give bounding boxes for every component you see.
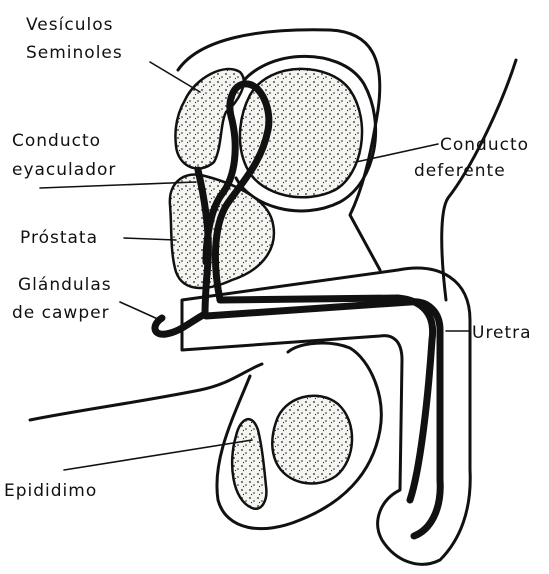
label-prostata: Próstata bbox=[20, 228, 98, 248]
label-uretra: Uretra bbox=[472, 323, 532, 343]
label-glandulas-line1: Glándulas bbox=[18, 275, 112, 295]
leader-vesiculas bbox=[149, 61, 201, 93]
testis bbox=[271, 394, 354, 485]
label-conducto-def-line2: deferente bbox=[414, 161, 506, 181]
scrotum bbox=[215, 341, 383, 531]
leader-conducto-def bbox=[355, 143, 439, 163]
label-glandulas-line2: de cawper bbox=[12, 303, 110, 323]
bladder-wall bbox=[234, 55, 378, 213]
cowper-gland bbox=[151, 310, 209, 338]
leader-conducto-eyac bbox=[39, 181, 197, 189]
urethra bbox=[202, 298, 444, 540]
outer-wall-line bbox=[440, 58, 518, 302]
label-conducto-def-line1: Conducto bbox=[440, 135, 529, 155]
label-conducto-eyac-line1: Conducto bbox=[12, 131, 101, 151]
vas-deferens bbox=[202, 80, 437, 504]
seminal-vesicle bbox=[174, 67, 245, 170]
leader-glandulas bbox=[119, 301, 161, 321]
ejaculatory-duct bbox=[194, 166, 212, 318]
label-conducto-eyac-line2: eyaculador bbox=[12, 160, 116, 180]
label-epididimo: Epididimo bbox=[4, 481, 97, 501]
leg-line bbox=[28, 362, 264, 422]
label-vesiculas-line2: Seminoles bbox=[26, 43, 123, 63]
leader-epididimo bbox=[63, 439, 253, 471]
penis-outline bbox=[180, 266, 472, 566]
label-vesiculas-line1: Vesículos bbox=[26, 15, 113, 35]
epididymis bbox=[230, 417, 268, 511]
bladder bbox=[238, 67, 364, 199]
leader-prostata bbox=[123, 237, 177, 241]
